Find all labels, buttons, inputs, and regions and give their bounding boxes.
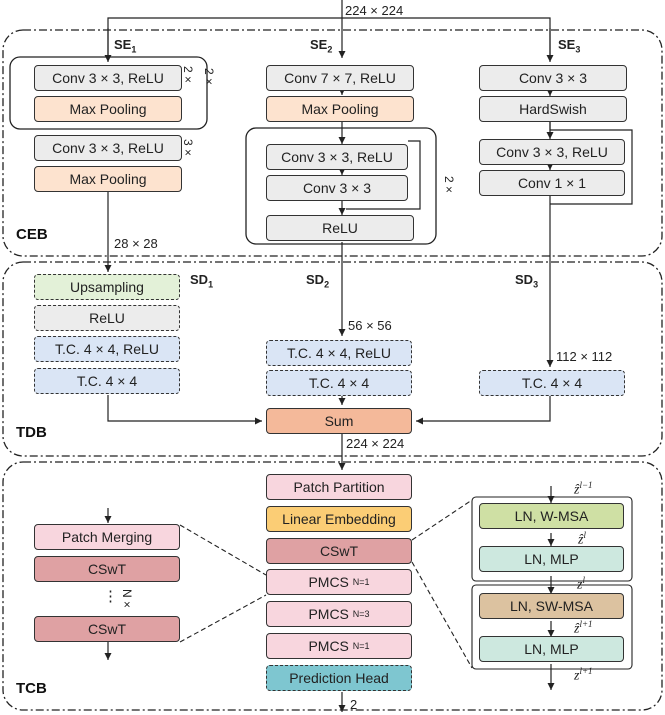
enc1-maxpool-b: Max Pooling xyxy=(34,166,182,192)
swin-residual-2 xyxy=(471,584,633,670)
se3-label: SE3 xyxy=(558,37,581,55)
patch-partition: Patch Partition xyxy=(266,474,412,500)
enc2-repeat-bracket xyxy=(245,127,437,245)
dec1-relu: ReLU xyxy=(34,305,180,331)
enc2-conv7x7-relu: Conv 7 × 7, ReLU xyxy=(266,65,414,91)
dec2-tc-relu: T.C. 4 × 4, ReLU xyxy=(266,340,412,366)
enc1-repeat-inner: 2 × xyxy=(181,66,195,84)
repeat-dots: ⋮ xyxy=(103,588,118,605)
dec1-tc: T.C. 4 × 4 xyxy=(34,368,180,394)
cswt-left-1: CSwT xyxy=(34,556,180,582)
pmcs-1: PMCS N=1 xyxy=(266,569,412,595)
ln-wmsa: LN, W-MSA xyxy=(479,503,624,529)
dec2-tc: T.C. 4 × 4 xyxy=(266,370,412,396)
enc3-conv3x3-relu: Conv 3 × 3, ReLU xyxy=(479,139,625,165)
z-hat-l-plus-1: ẑl+1 xyxy=(574,619,593,637)
sd3-label: SD3 xyxy=(515,272,539,290)
ln-mlp-2: LN, MLP xyxy=(479,636,624,662)
enc1-conv3x3-relu-a: Conv 3 × 3, ReLU xyxy=(34,65,182,91)
cswt-left-2: CSwT xyxy=(34,616,180,642)
swin-residual-1 xyxy=(471,496,633,582)
z-l: zl xyxy=(577,575,585,593)
tcb-section-border xyxy=(2,461,663,711)
linear-embedding: Linear Embedding xyxy=(266,506,412,532)
pmcs-2: PMCS N=3 xyxy=(266,601,412,627)
sd2-label: SD2 xyxy=(306,272,330,290)
enc3-conv3x3: Conv 3 × 3 xyxy=(479,65,627,91)
ceb-section-border xyxy=(2,29,663,257)
sum-node: Sum xyxy=(266,408,412,434)
section-label-ceb: CEB xyxy=(16,226,48,243)
pmcs-3: PMCS N=1 xyxy=(266,633,412,659)
section-label-tdb: TDB xyxy=(16,424,47,441)
prediction-head: Prediction Head xyxy=(266,665,412,691)
repeat-n: N × xyxy=(120,589,134,609)
z-hat-l: ẑl xyxy=(578,530,586,548)
ln-swmsa: LN, SW-MSA xyxy=(479,593,624,619)
dim-224b: 224 × 224 xyxy=(346,436,405,451)
dim-out: 2 xyxy=(350,697,358,712)
enc2-conv3x3-relu: Conv 3 × 3, ReLU xyxy=(266,144,408,170)
ln-mlp-1: LN, MLP xyxy=(479,546,624,572)
enc2-conv3x3: Conv 3 × 3 xyxy=(266,175,408,201)
cswt-main: CSwT xyxy=(266,538,412,564)
enc2-relu: ReLU xyxy=(266,215,414,241)
se1-label: SE1 xyxy=(114,37,137,55)
enc3-hardswish: HardSwish xyxy=(479,96,627,122)
dim-28: 28 × 28 xyxy=(114,236,158,251)
dec1-upsampling: Upsampling xyxy=(34,274,180,300)
section-label-tcb: TCB xyxy=(16,680,47,697)
patch-merging: Patch Merging xyxy=(34,524,180,550)
sd1-label: SD1 xyxy=(190,272,214,290)
z-hat-l-minus-1: ẑl−1 xyxy=(574,480,593,498)
enc2-repeat: 2 × xyxy=(442,176,456,194)
dec3-tc: T.C. 4 × 4 xyxy=(479,370,625,396)
enc1-repeat-outer: 2 × xyxy=(202,68,216,86)
z-l-plus-1: zl+1 xyxy=(574,666,593,684)
se2-label: SE2 xyxy=(310,37,333,55)
enc1-maxpool-a: Max Pooling xyxy=(34,96,182,122)
enc1-repeat-bracket xyxy=(9,56,208,130)
dec1-tc-relu: T.C. 4 × 4, ReLU xyxy=(34,336,180,362)
dim-112: 112 × 112 xyxy=(556,349,613,364)
enc3-conv1x1: Conv 1 × 1 xyxy=(479,170,625,196)
dim-56: 56 × 56 xyxy=(348,318,392,333)
enc1-repeat-b: 3 × xyxy=(181,139,195,157)
enc2-maxpool: Max Pooling xyxy=(266,96,414,122)
tdb-section-border xyxy=(2,261,663,457)
enc1-conv3x3-relu-b: Conv 3 × 3, ReLU xyxy=(34,135,182,161)
dim-top: 224 × 224 xyxy=(345,3,404,18)
